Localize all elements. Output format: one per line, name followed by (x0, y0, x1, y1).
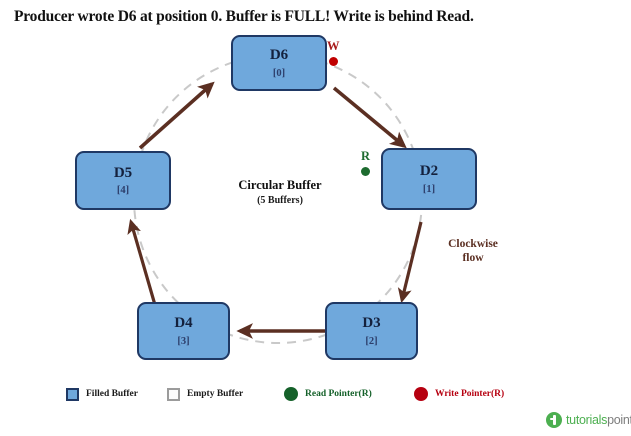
write-pointer-marker: W (327, 40, 340, 66)
write-pointer-letter: W (327, 39, 340, 53)
buffer-label: D6 (269, 47, 289, 63)
center-caption-heading: Circular Buffer (238, 178, 322, 192)
arrow-d6-to-d2 (332, 86, 407, 149)
arrow-d5-to-d6 (138, 81, 215, 150)
legend-item-read-pointer: Read Pointer(R) (284, 386, 372, 402)
clockwise-flow-label-line1: Clockwise (448, 238, 498, 250)
filled-buffer-swatch-icon (66, 387, 79, 401)
buffer-box-d5[interactable]: D5 [4] (75, 151, 171, 210)
buffer-box-d4[interactable]: D4 [3] (137, 302, 230, 360)
buffer-label: D5 (113, 164, 133, 181)
buffer-index: [1] (422, 183, 436, 195)
legend-item-write-pointer: Write Pointer(R) (414, 386, 504, 402)
arrow-d4-to-d5 (127, 218, 157, 306)
buffer-index: [0] (272, 67, 286, 79)
read-pointer-swatch-icon (284, 387, 298, 401)
read-pointer-dot (361, 166, 371, 176)
legend-label: Read Pointer(R) (305, 389, 372, 399)
clockwise-flow-label: Clockwise flow (425, 237, 521, 266)
legend-label: Empty Buffer (187, 389, 244, 399)
legend-item-empty-buffer: Empty Buffer (167, 386, 243, 402)
brand-text-part2: point (607, 412, 631, 427)
buffer-index: [3] (177, 335, 190, 347)
read-pointer-letter: R (361, 149, 371, 163)
legend-label: Filled Buffer (86, 389, 138, 399)
legend-item-filled-buffer: Filled Buffer (66, 386, 138, 402)
center-caption: Circular Buffer (5 Buffers) (195, 178, 365, 206)
buffer-label: D4 (174, 315, 193, 331)
read-pointer-marker: R (361, 150, 370, 176)
brand-text-part1: tutorials (566, 412, 608, 427)
page-title: Producer wrote D6 at position 0. Buffer … (14, 8, 474, 25)
buffer-box-d3[interactable]: D3 [2] (325, 302, 418, 360)
write-pointer-swatch-icon (414, 387, 428, 401)
buffer-box-d2[interactable]: D2 [1] (381, 148, 477, 210)
tutorialspoint-wordmark: tutorialspoint (566, 414, 631, 427)
buffer-index: [2] (365, 335, 378, 347)
arrow-d2-to-d3 (397, 221, 423, 304)
buffer-box-d6[interactable]: D6 [0] (231, 35, 327, 91)
legend-label: Write Pointer(R) (435, 389, 505, 399)
buffer-label: D3 (362, 315, 381, 331)
buffer-label: D2 (419, 163, 439, 179)
write-pointer-dot (328, 56, 338, 66)
tutorialspoint-mark-icon (546, 412, 562, 428)
empty-buffer-swatch-icon (167, 387, 180, 401)
clockwise-flow-label-line2: flow (462, 252, 484, 265)
tutorialspoint-logo: tutorialspoint (546, 412, 631, 428)
buffer-index: [4] (116, 185, 130, 196)
center-caption-subheading: (5 Buffers) (257, 195, 303, 207)
